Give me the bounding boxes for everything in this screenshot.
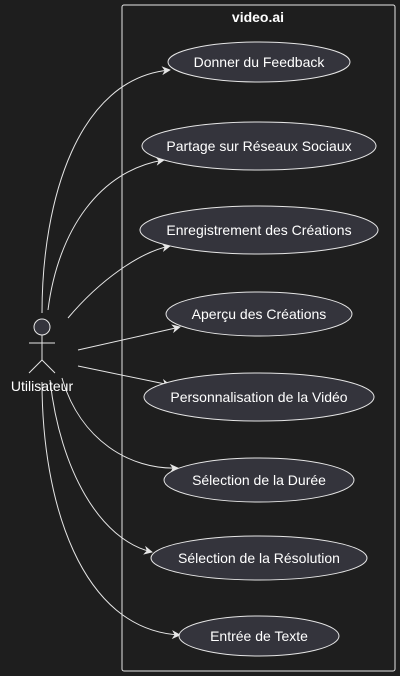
- use-case-label: Sélection de la Résolution: [178, 550, 340, 566]
- association-selection-de-la-duree: [61, 377, 179, 473]
- association-selection-de-la-resolution: [49, 379, 153, 555]
- use-case-label: Sélection de la Durée: [192, 472, 326, 488]
- use-case-label: Entrée de Texte: [210, 628, 308, 644]
- association-enregistrement-des-creations: [67, 243, 171, 319]
- use-case-personnalisation-de-la-video: Personnalisation de la Vidéo: [143, 372, 375, 422]
- use-case-label: Aperçu des Créations: [192, 306, 327, 322]
- association-personnalisation-de-la-video: [77, 365, 171, 388]
- actor-left-leg: [28, 359, 43, 374]
- use-case-ellipse: [163, 457, 355, 503]
- use-case-entree-de-texte: Entrée de Texte: [178, 615, 340, 657]
- association-lines: [41, 66, 181, 640]
- use-case-ellipse: [150, 535, 368, 581]
- use-case-selection-de-la-duree: Sélection de la Durée: [163, 457, 355, 503]
- actor-utilisateur: [28, 318, 56, 374]
- use-case-ellipse: [178, 615, 340, 657]
- use-case-selection-de-la-resolution: Sélection de la Résolution: [150, 535, 368, 581]
- use-case-label: Partage sur Réseaux Sociaux: [166, 138, 351, 154]
- use-case-ellipse: [165, 291, 353, 337]
- use-case-label: Enregistrement des Créations: [166, 222, 351, 238]
- use-case-donner-du-feedback: Donner du Feedback: [167, 41, 351, 83]
- association-entree-de-texte: [41, 381, 181, 640]
- association-donner-du-feedback: [41, 66, 171, 314]
- association-partage-sur-reseaux-sociaux: [47, 156, 165, 311]
- use-case-apercu-des-creations: Aperçu des Créations: [165, 291, 353, 337]
- actor-right-leg: [41, 359, 56, 374]
- actor-label: Utilisateur: [11, 378, 74, 394]
- use-case-label: Donner du Feedback: [194, 54, 326, 70]
- use-case-ellipse: [143, 372, 375, 422]
- system-title: video.ai: [232, 9, 284, 25]
- use-case-partage-sur-reseaux-sociaux: Partage sur Réseaux Sociaux: [141, 121, 377, 171]
- use-case-ellipse: [167, 41, 351, 83]
- actor-head: [33, 318, 51, 336]
- use-case-ellipse: [141, 121, 377, 171]
- use-case-ellipse: [139, 205, 379, 255]
- association-apercu-des-creations: [77, 324, 181, 351]
- system-boundary: [121, 4, 396, 672]
- use-case-enregistrement-des-creations: Enregistrement des Créations: [139, 205, 379, 255]
- use-case-label: Personnalisation de la Vidéo: [170, 389, 347, 405]
